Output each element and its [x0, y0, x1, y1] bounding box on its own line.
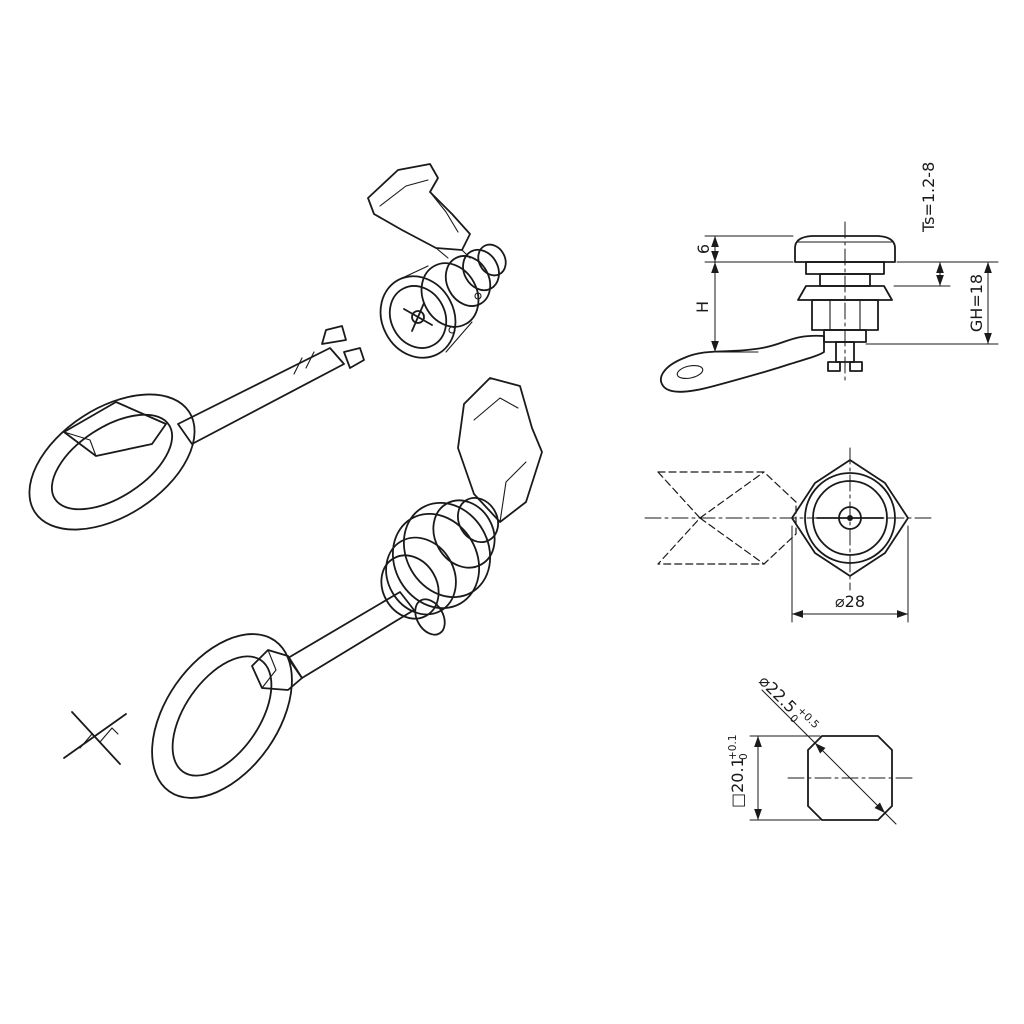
- body-ring: [457, 497, 499, 543]
- key-bow-outer: [28, 393, 196, 531]
- cam-blade-detail: [473, 397, 519, 421]
- key-bit-notch: [293, 357, 303, 375]
- body-ring: [477, 243, 507, 277]
- body-side: [445, 321, 473, 353]
- key-collar-edge: [261, 649, 277, 689]
- dimension-cutout-square: □20.1 +0.1 0: [727, 735, 821, 821]
- face-octagon: [791, 459, 909, 577]
- key-bow-facet-edge: [63, 431, 97, 457]
- body-ring: [444, 255, 492, 307]
- key-bit-notch: [305, 351, 315, 369]
- stem-foot: [827, 361, 841, 372]
- key-tip-end: [343, 347, 365, 369]
- face-circle-outer: [804, 472, 896, 564]
- head-cap: [794, 235, 896, 263]
- dimension-leader: [884, 812, 897, 825]
- front-view: ⌀28: [644, 447, 936, 623]
- panel-cutout-view: ⌀22.5 +0.5 0 □20.1 +0.1 0: [727, 671, 913, 825]
- side-elevation-view: 6 H Ts=1.2-8 GH=18: [660, 162, 999, 393]
- cam-blade-outline: [457, 377, 543, 523]
- key-bow-inner: [50, 413, 174, 511]
- key-collar: [251, 649, 303, 691]
- dimension-body-height: H: [693, 261, 759, 353]
- cam-wing-detail: [379, 179, 429, 207]
- dimension-face-diameter: ⌀28: [791, 525, 909, 623]
- dimension-label-cutout-square: □20.1 +0.1 0: [727, 735, 750, 809]
- key-shaft: [287, 591, 415, 679]
- square-tolerance-lower: 0: [738, 753, 750, 760]
- dimension-label-cutout-diagonal: ⌀22.5 +0.5 0: [755, 671, 821, 731]
- dimension-leader: [761, 689, 816, 744]
- key-slot-line: [411, 302, 425, 332]
- cam-arm: [660, 334, 825, 393]
- hidden-cam-detail: [699, 471, 765, 565]
- screw-detail: [448, 326, 456, 334]
- dimension-label-clamp-range: Ts=1.2-8: [919, 162, 938, 233]
- cutout-octagon: [807, 735, 893, 821]
- key-tip-tab: [321, 325, 347, 345]
- key-bow-facet: [63, 401, 167, 457]
- body-front: [385, 536, 457, 616]
- cam-blade-detail: [499, 461, 527, 523]
- dimension-cutout-diagonal: ⌀22.5 +0.5 0: [755, 671, 897, 825]
- iso-lock-with-key-view: [151, 377, 543, 799]
- dimension-cap-height: 6: [694, 235, 794, 263]
- square-value: □20.1: [728, 757, 747, 808]
- screw-detail: [474, 292, 482, 300]
- cam-wing-outline: [367, 163, 471, 251]
- key-bow-inner: [171, 655, 273, 777]
- key-slot: [411, 310, 425, 324]
- body-flange: [391, 512, 481, 610]
- dimension-clamp-range: Ts=1.2-8: [893, 162, 999, 287]
- square-tolerance-upper: +0.1: [727, 735, 739, 761]
- key-shaft: [177, 347, 345, 445]
- lock-face: [380, 554, 440, 620]
- key-crossed-symbol: [63, 711, 127, 765]
- lock-face-outer: [379, 275, 457, 359]
- shaft-washer: [414, 598, 446, 636]
- dimension-label-face-diameter: ⌀28: [835, 592, 865, 611]
- lock-face-inner: [388, 285, 448, 349]
- mini-key-glyph: [79, 727, 119, 749]
- dimension-label-cap-height: 6: [694, 244, 713, 254]
- iso-lock-cam-view: [367, 163, 507, 359]
- dimension-label-body-height: H: [693, 301, 712, 313]
- dimension-line: [814, 742, 886, 814]
- iso-key-view: [28, 325, 365, 531]
- hidden-cam-outline: [657, 471, 797, 565]
- cam-arm-slot: [676, 364, 704, 380]
- face-circle-inner: [812, 480, 888, 556]
- key-bow-outer: [151, 633, 293, 799]
- dimension-label-grip-height: GH=18: [967, 274, 986, 332]
- body-ring: [420, 262, 480, 328]
- body-flange: [402, 501, 492, 599]
- dimension-grip-height: GH=18: [865, 261, 999, 345]
- stem: [835, 341, 855, 363]
- stem-foot: [849, 361, 863, 372]
- diagonal-value: ⌀22.5: [755, 671, 800, 716]
- cam-wing-detail: [429, 191, 459, 233]
